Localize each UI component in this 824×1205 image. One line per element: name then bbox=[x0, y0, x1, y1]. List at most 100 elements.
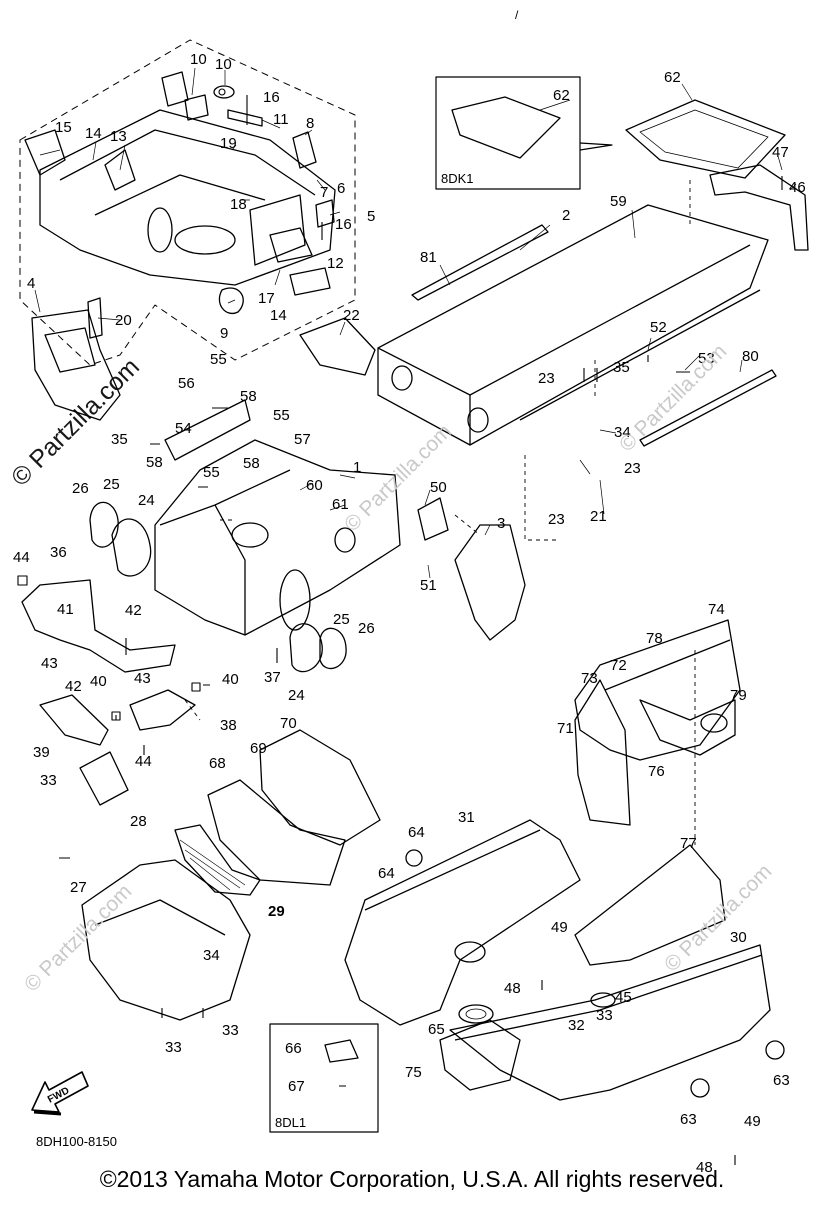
gasket-25-upper bbox=[89, 501, 119, 548]
panel-68 bbox=[207, 779, 346, 886]
callout-40b: 40 bbox=[222, 671, 239, 688]
callout-38: 38 bbox=[220, 717, 237, 734]
bracket-39 bbox=[39, 694, 109, 746]
callout-24a: 24 bbox=[138, 492, 155, 509]
callout-16a: 16 bbox=[263, 89, 280, 106]
callout-21: 21 bbox=[590, 508, 607, 525]
callout-81: 81 bbox=[420, 249, 437, 266]
front-hood-27-edge bbox=[94, 899, 226, 936]
callout-37: 37 bbox=[264, 669, 281, 686]
callout-26b: 26 bbox=[358, 620, 375, 637]
grille-29-mesh bbox=[179, 839, 246, 891]
callout-26a: 26 bbox=[72, 480, 89, 497]
callout-79: 79 bbox=[730, 687, 747, 704]
copyright-notice: ©2013 Yamaha Motor Corporation, U.S.A. A… bbox=[99, 1166, 725, 1192]
callout-20: 20 bbox=[115, 312, 132, 329]
callout-51: 51 bbox=[420, 577, 437, 594]
fastener-marks bbox=[17, 88, 783, 1165]
callout-48a: 48 bbox=[504, 980, 521, 997]
inset-code-8dk1: 8DK1 bbox=[441, 171, 474, 186]
callout-60: 60 bbox=[306, 477, 323, 494]
callout-22: 22 bbox=[343, 307, 360, 324]
callout-12: 12 bbox=[327, 255, 344, 272]
callout-23a: 23 bbox=[538, 370, 555, 387]
inset-code-8dl1: 8DL1 bbox=[275, 1115, 306, 1130]
callout-64a: 64 bbox=[408, 824, 425, 841]
callout-15: 15 bbox=[55, 119, 72, 136]
callout-73: 73 bbox=[581, 670, 598, 687]
rear-seat-pad-inner bbox=[639, 109, 769, 169]
panel-77 bbox=[574, 844, 726, 966]
bracket-66 bbox=[324, 1039, 359, 1063]
callout-49b: 49 bbox=[744, 1113, 761, 1130]
fwd-arrow-shadow bbox=[33, 1110, 62, 1116]
callout-42b: 42 bbox=[65, 678, 82, 695]
callout-55c: 55 bbox=[203, 464, 220, 481]
callout-43b: 43 bbox=[134, 670, 151, 687]
callout-36: 36 bbox=[50, 544, 67, 561]
panel-75 bbox=[439, 1019, 521, 1091]
callout-33a: 33 bbox=[40, 772, 57, 789]
callout-6: 6 bbox=[337, 180, 345, 197]
callout-52: 52 bbox=[650, 319, 667, 336]
callout-46: 46 bbox=[789, 179, 806, 196]
fwd-arrow bbox=[31, 1071, 89, 1113]
grille-29 bbox=[174, 824, 261, 896]
callout-61: 61 bbox=[332, 496, 349, 513]
top-mark: / bbox=[515, 8, 519, 22]
callout-55b: 55 bbox=[273, 407, 290, 424]
callout-25b: 25 bbox=[333, 611, 350, 628]
rear-seat-pad bbox=[625, 99, 786, 179]
callout-64b: 64 bbox=[378, 865, 395, 882]
cap-63-right bbox=[765, 1040, 785, 1060]
bottom-cowl-31-part bbox=[344, 819, 581, 1026]
panel-69-70 bbox=[259, 729, 381, 846]
cap-64-upper bbox=[405, 849, 423, 867]
callout-58c: 58 bbox=[243, 455, 260, 472]
callout-3: 3 bbox=[497, 515, 505, 532]
callout-24b: 24 bbox=[288, 687, 305, 704]
callout-17: 17 bbox=[258, 290, 275, 307]
leader-lines bbox=[184, 180, 696, 845]
subframe-group-boundary bbox=[19, 39, 356, 366]
callout-labels: 1 2 3 4 5 6 7 8 9 10 10 11 12 13 14 14 1… bbox=[13, 51, 806, 1176]
callout-75: 75 bbox=[405, 1064, 422, 1081]
callout-23b: 23 bbox=[624, 460, 641, 477]
callout-41: 41 bbox=[57, 601, 74, 618]
plate-50 bbox=[417, 497, 449, 541]
callout-19: 19 bbox=[220, 135, 237, 152]
callout-63b: 63 bbox=[680, 1111, 697, 1128]
callout-13: 13 bbox=[110, 128, 127, 145]
belly-pan-30-part bbox=[449, 944, 771, 1101]
callout-54: 54 bbox=[175, 420, 192, 437]
callout-18: 18 bbox=[230, 196, 247, 213]
callout-72: 72 bbox=[610, 657, 627, 674]
callout-leaders bbox=[34, 67, 797, 579]
callout-35a: 35 bbox=[613, 359, 630, 376]
callout-77: 77 bbox=[680, 835, 697, 852]
ring-65 bbox=[458, 1004, 494, 1024]
callout-7: 7 bbox=[320, 184, 328, 201]
rear-tunnel-part bbox=[377, 204, 769, 446]
bracket-38 bbox=[129, 689, 196, 731]
diagram-code: 8DH100-8150 bbox=[36, 1134, 117, 1149]
callout-32: 32 bbox=[568, 1017, 585, 1034]
inset-box-8dk1 bbox=[435, 76, 581, 190]
callout-34b: 34 bbox=[203, 947, 220, 964]
callout-74: 74 bbox=[708, 601, 725, 618]
callout-29: 29 bbox=[268, 903, 285, 920]
callout-68: 68 bbox=[209, 755, 226, 772]
callout-57: 57 bbox=[294, 431, 311, 448]
callout-69: 69 bbox=[250, 740, 267, 757]
callout-1: 1 bbox=[353, 459, 361, 476]
ring-65-inner bbox=[465, 1008, 487, 1020]
callout-10a: 10 bbox=[190, 51, 207, 68]
callout-33c: 33 bbox=[222, 1022, 239, 1039]
bellows-boot-24-upper bbox=[111, 518, 152, 577]
callout-62b: 62 bbox=[664, 69, 681, 86]
callout-80: 80 bbox=[742, 348, 759, 365]
bracket-28 bbox=[79, 751, 129, 806]
callout-48b: 48 bbox=[696, 1159, 713, 1176]
callout-42a: 42 bbox=[125, 602, 142, 619]
